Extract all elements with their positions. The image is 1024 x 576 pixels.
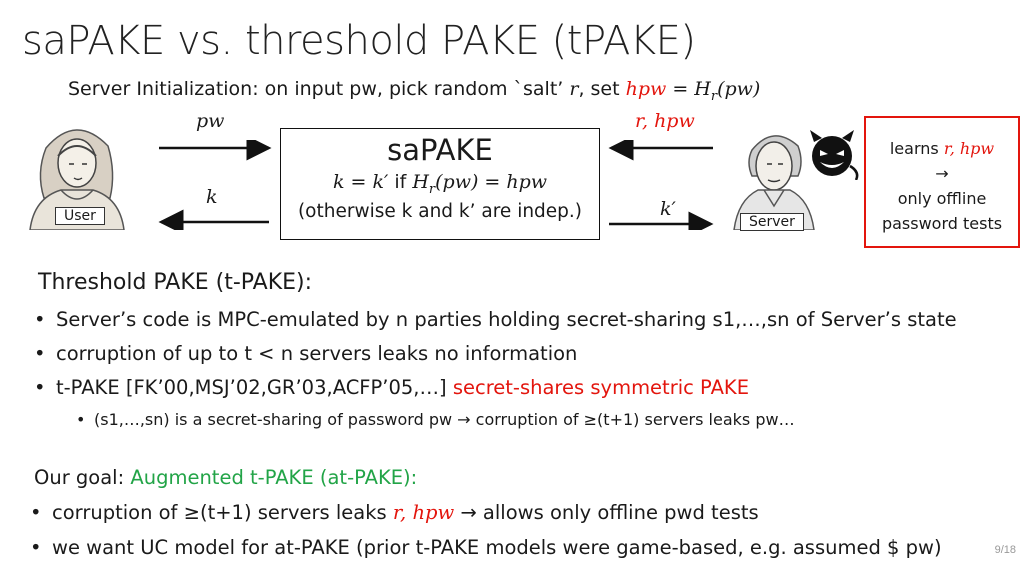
- threshold-subbullet-text: (s1,…,sn) is a secret-sharing of passwor…: [94, 410, 795, 429]
- goal-bullet-1-text: corruption of ≥(t+1) servers leaks: [52, 501, 393, 524]
- sapake-box: saPAKE k = k′ if Hr(pw) = hpw (otherwise…: [280, 128, 600, 240]
- init-prefix: Server Initialization: on input pw, pick…: [68, 78, 570, 100]
- eq-right: (pw) = hpw: [435, 171, 548, 193]
- init-hpw: hpw: [625, 78, 667, 100]
- slide-title: saPAKE vs. threshold PAKE (tPAKE): [22, 18, 696, 64]
- goal-bullet-1: • corruption of ≥(t+1) servers leaks r, h…: [30, 501, 759, 524]
- learns-rhpw: r, hpw: [943, 139, 995, 158]
- eq-sub: r: [428, 181, 436, 197]
- init-eq: = H: [666, 78, 711, 100]
- threshold-bullet-3-red: secret-shares symmetric PAKE: [452, 376, 750, 399]
- threshold-heading: Threshold PAKE (t-PAKE):: [38, 270, 313, 295]
- bullet-dot: •: [30, 501, 42, 524]
- bullet-dot: •: [34, 308, 46, 331]
- threshold-bullet-3: • t-PAKE [FK’00,MSJ’02,GR’03,ACFP’05,…] s…: [34, 376, 749, 399]
- learns-arrow: →: [935, 164, 949, 183]
- goal-bullet-1-post: → allows only offline pwd tests: [454, 501, 759, 524]
- threshold-bullet-3-text: t-PAKE [FK’00,MSJ’02,GR’03,ACFP’05,…]: [56, 376, 453, 399]
- learns-line3: password tests: [881, 214, 1003, 233]
- server-tag: Server: [740, 213, 804, 231]
- server-initialization-line: Server Initialization: on input pw, pick…: [68, 78, 760, 104]
- threshold-bullet-1-text: Server’s code is MPC-emulated by n parti…: [56, 308, 957, 331]
- goal-bullet-2: • we want UC model for at-PAKE (prior t-P…: [30, 536, 942, 559]
- threshold-bullet-2: • corruption of up to t < n servers leaks…: [34, 342, 577, 365]
- bullet-dot: •: [34, 376, 46, 399]
- goal-bullet-1-red: r, hpw: [392, 501, 455, 524]
- pw-label: pw: [196, 110, 225, 132]
- eq-left: k = k′: [332, 171, 389, 193]
- user-tag: User: [55, 207, 105, 225]
- left-arrows: [158, 140, 272, 230]
- goal-heading: Our goal: Augmented t-PAKE (at-PAKE):: [34, 466, 417, 489]
- sapake-otherwise: (otherwise k and k’ are indep.): [297, 200, 583, 222]
- threshold-subbullet: • (s1,…,sn) is a secret-sharing of passwo…: [76, 410, 795, 429]
- init-r: r: [569, 78, 579, 100]
- subbullet-dot: •: [76, 410, 86, 429]
- page-number: 9/18: [994, 544, 1016, 556]
- sapake-equation: k = k′ if Hr(pw) = hpw: [281, 171, 599, 197]
- eq-h: H: [412, 171, 429, 193]
- adversary-note-box: learns r, hpw → only offline password te…: [864, 116, 1020, 248]
- goal-green: Augmented t-PAKE (at-PAKE):: [130, 466, 418, 489]
- init-sub: r: [710, 88, 718, 104]
- goal-bullet-2-text: we want UC model for at-PAKE (prior t-PA…: [52, 536, 942, 559]
- threshold-bullet-2-text: corruption of up to t < n servers leaks …: [56, 342, 578, 365]
- sapake-title: saPAKE: [387, 133, 493, 167]
- init-mid: , set: [578, 78, 626, 100]
- k-label: k: [206, 186, 218, 208]
- bullet-dot: •: [34, 342, 46, 365]
- learns-line2: only offline: [897, 189, 987, 208]
- learns-line: learns r, hpw: [866, 136, 1018, 161]
- goal-label: Our goal:: [34, 466, 131, 489]
- init-arg: (pw): [717, 78, 761, 100]
- devil-icon: [810, 130, 859, 180]
- kprime-label: k′: [660, 198, 676, 220]
- eq-if: if: [388, 171, 413, 193]
- right-arrows: [608, 140, 714, 230]
- rhpw-label: r, hpw: [635, 110, 695, 132]
- learns-text: learns: [889, 139, 944, 158]
- threshold-bullet-1: • Server’s code is MPC-emulated by n part…: [34, 308, 957, 331]
- bullet-dot: •: [30, 536, 42, 559]
